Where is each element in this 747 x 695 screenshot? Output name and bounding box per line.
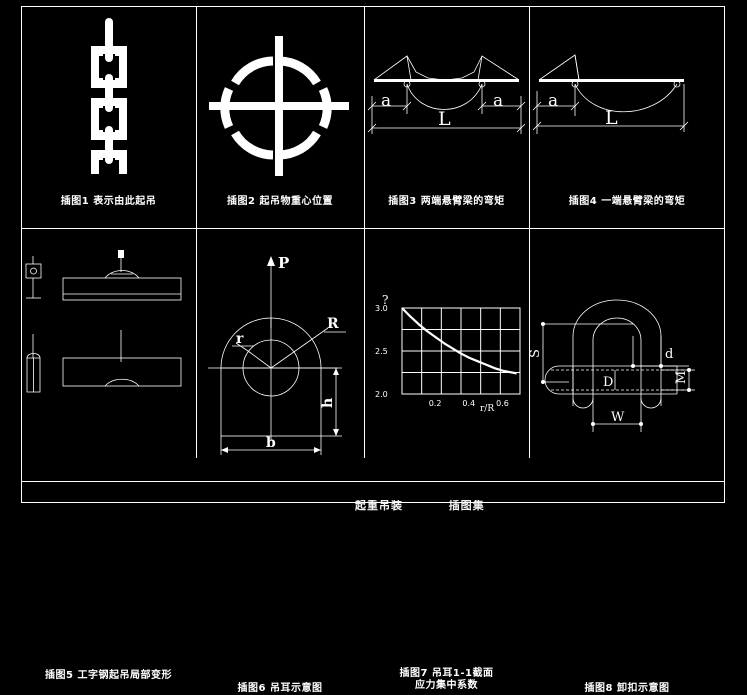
- caption-fig5: 插图5 工字钢起吊局部变形: [45, 670, 172, 681]
- bottom-text-right: 插图集: [448, 500, 485, 512]
- caption-fig6: 插图6 吊耳示意图: [237, 683, 323, 694]
- caption-fig8: 插图8 卸扣示意图: [584, 683, 670, 694]
- label-P: P: [278, 254, 289, 272]
- double-overhang-beam-moment: a a L: [364, 36, 529, 176]
- drawing-sheet: 插图1 表示由此起吊 插图2: [21, 6, 725, 694]
- label-D: D: [603, 375, 613, 390]
- chart-y-tick: 2.5: [375, 347, 388, 356]
- label-b: b: [266, 435, 276, 451]
- sheet-border: [21, 6, 725, 503]
- caption-fig1: 插图1 表示由此起吊: [60, 196, 157, 207]
- label-h: h: [320, 398, 336, 408]
- label-a-right: a: [493, 91, 503, 111]
- label-a-left: a: [381, 91, 391, 111]
- label-M: M: [674, 371, 689, 384]
- bottom-text-left: 起重吊装: [355, 500, 403, 512]
- label-S: S: [528, 349, 543, 358]
- center-of-gravity-symbol: [196, 14, 364, 189]
- label-L: L: [605, 107, 618, 129]
- panel-fig8: S d D: [528, 228, 725, 694]
- panel-fig3: a a L 插图3 两端悬臂梁的弯矩: [364, 6, 529, 228]
- panel-fig4: a L 插图4 一端悬臂梁的弯矩: [529, 6, 725, 228]
- grid-vline-1: [196, 6, 197, 458]
- chart-x-tick: 0.2: [429, 399, 442, 408]
- chart-x-tick: 0.4: [462, 399, 475, 408]
- bottom-partial-text: 起重吊装 插图集: [355, 500, 535, 516]
- chain-sling-symbol: [21, 12, 196, 187]
- chart-series-line: [401, 307, 517, 375]
- chart-y-axis-label: ?: [382, 293, 388, 307]
- label-r: r: [236, 331, 244, 347]
- panel-fig2: 插图2 起吊物重心位置: [196, 6, 364, 228]
- grid-hline-mid: [21, 228, 725, 229]
- label-W: W: [611, 410, 625, 425]
- label-a: a: [548, 91, 558, 111]
- grid-hline-bottom: [21, 481, 725, 482]
- i-beam-local-deformation: [21, 250, 196, 440]
- chart-x-axis-label: r/R: [480, 404, 494, 414]
- panel-fig7: ? 3.0 2.5 2.0 0.2 0.4 0.6 r/R 插图7 吊耳1-1截面 应力…: [364, 228, 529, 691]
- label-R: R: [327, 316, 339, 332]
- caption-fig3: 插图3 两端悬臂梁的弯矩: [388, 196, 505, 207]
- lifting-lug-schematic: P R r: [196, 250, 364, 460]
- label-d: d: [665, 347, 673, 362]
- caption-fig7-line1: 插图7 吊耳1-1截面: [399, 668, 494, 679]
- caption-fig7: 插图7 吊耳1-1截面 应力集中系数: [364, 668, 529, 692]
- chart-y-tick: 3.0: [375, 304, 388, 313]
- panel-fig1: 插图1 表示由此起吊: [21, 6, 196, 228]
- panel-fig5: 插图5 工字钢起吊局部变形: [21, 228, 196, 681]
- panel-fig6: P R r: [196, 228, 364, 694]
- caption-fig2: 插图2 起吊物重心位置: [227, 196, 333, 207]
- grid-vline-2: [364, 6, 365, 458]
- grid-vline-3: [529, 6, 530, 458]
- label-L: L: [438, 108, 451, 130]
- chart-x-tick: 0.6: [496, 399, 509, 408]
- shackle-schematic: S d D: [528, 266, 725, 456]
- single-overhang-beam-moment: a L: [529, 36, 725, 176]
- stress-concentration-factor-chart: ? 3.0 2.5 2.0 0.2 0.4 0.6 r/R: [372, 286, 529, 416]
- caption-fig4: 插图4 一端悬臂梁的弯矩: [568, 196, 686, 207]
- chart-y-tick: 2.0: [375, 390, 388, 399]
- caption-fig7-line2: 应力集中系数: [415, 680, 478, 691]
